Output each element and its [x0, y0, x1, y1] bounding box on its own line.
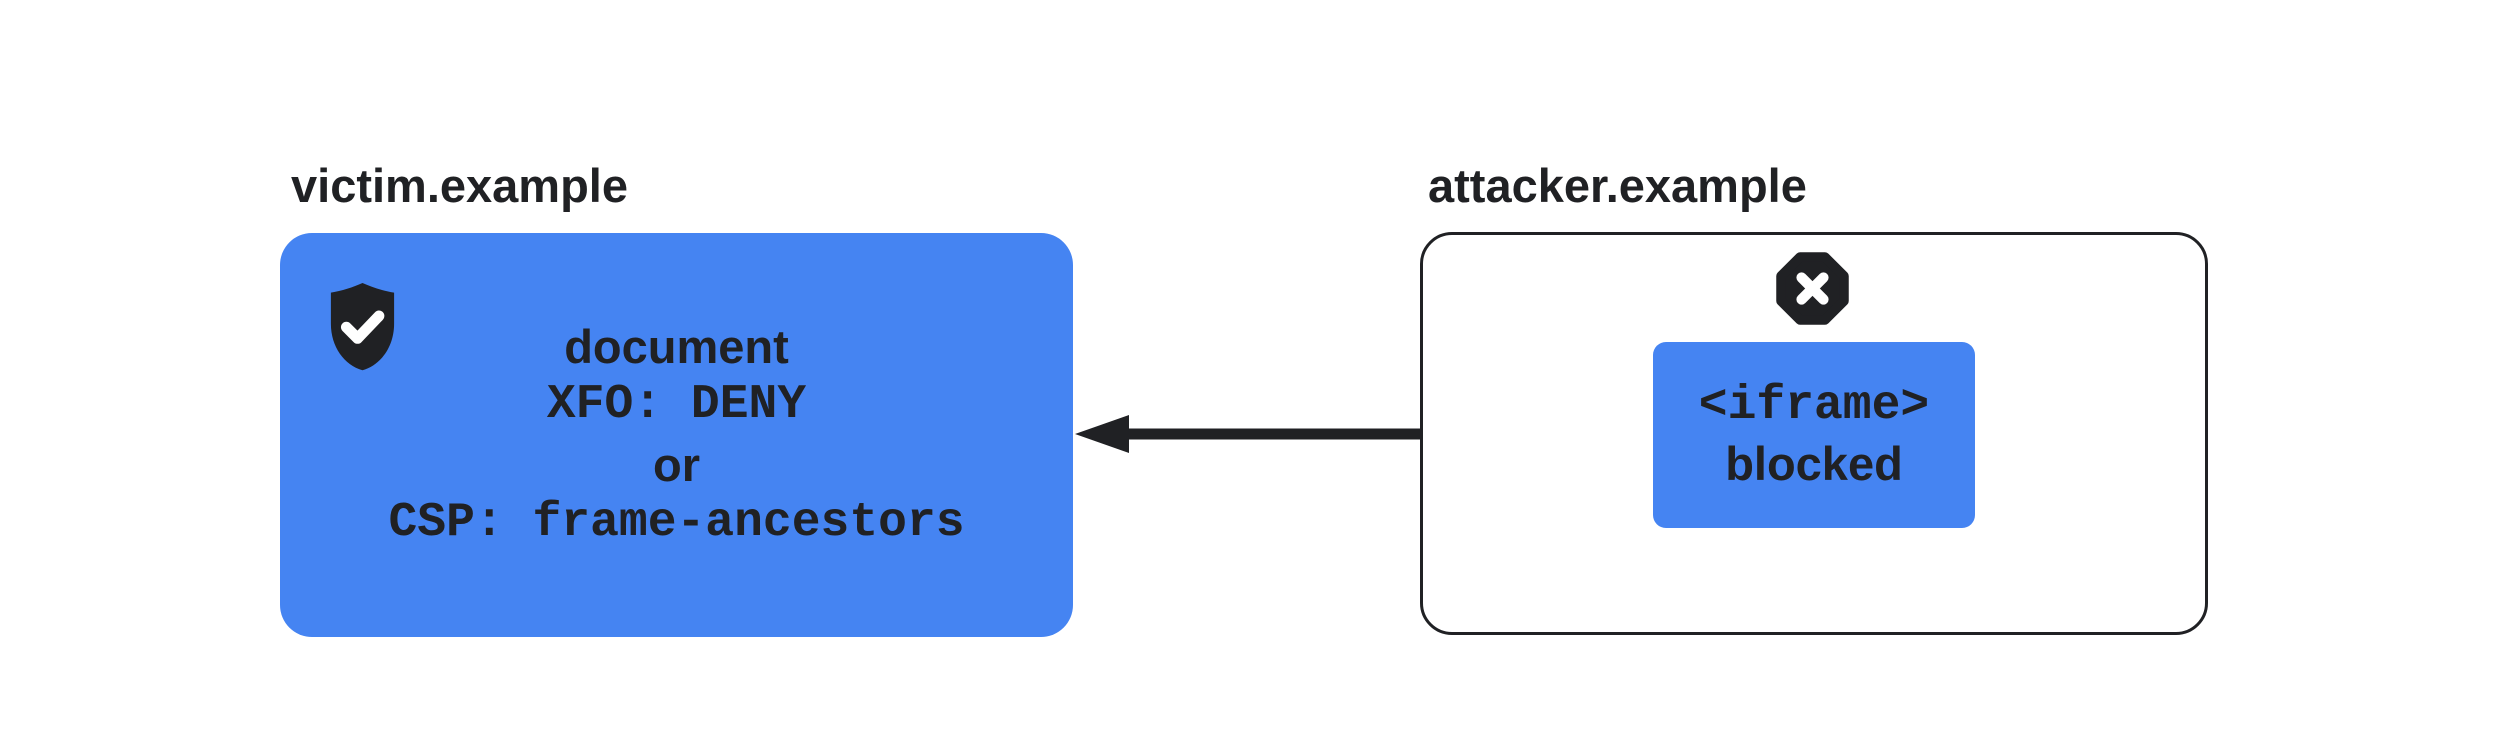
attacker-page-box: <iframe> blocked [1420, 232, 2208, 635]
victim-text-line: document [564, 320, 789, 373]
iframe-text-line: <iframe> [1698, 379, 1930, 433]
victim-text-line: XFO: DENY [546, 378, 807, 432]
attacker-domain-label: attacker.example [1428, 159, 1807, 212]
iframe-text-line: blocked [1725, 437, 1903, 490]
victim-domain-label: victim.example [291, 159, 629, 212]
octagon-x-icon [1776, 252, 1849, 325]
blocked-iframe-box: <iframe> blocked [1653, 342, 1975, 528]
victim-text-line: or [653, 438, 700, 491]
blocked-request-arrow [1075, 415, 1653, 453]
victim-box-text: document XFO: DENY or CSP: frame-ancesto… [280, 233, 1073, 637]
shield-check-icon [330, 283, 395, 371]
victim-text-line: CSP: frame-ancestors [388, 496, 965, 550]
victim-document-box: document XFO: DENY or CSP: frame-ancesto… [280, 233, 1073, 637]
